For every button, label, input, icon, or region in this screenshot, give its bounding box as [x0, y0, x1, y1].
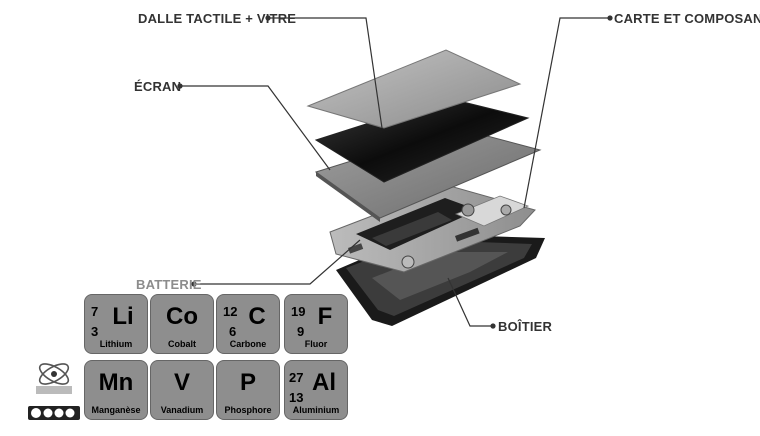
element-name: Vanadium	[160, 405, 204, 415]
label-board: CARTE ET COMPOSANTS	[614, 11, 760, 26]
logo-icon	[28, 363, 80, 420]
leader-lines	[180, 17, 610, 327]
element-number: 3	[91, 324, 99, 339]
label-screen: ÉCRAN	[134, 79, 181, 94]
element-tile-v: V Vanadium	[150, 360, 214, 420]
element-name: Aluminium	[292, 405, 340, 415]
element-symbol: Li	[112, 303, 134, 330]
element-mass: 27	[289, 370, 304, 385]
element-name: Lithium	[99, 339, 133, 349]
element-symbol: Co	[166, 303, 198, 330]
touch-glass-layer	[306, 49, 522, 129]
element-tile-li: 7 3 Li Lithium	[84, 294, 148, 354]
element-tile-al: 27 13 Al Aluminium	[284, 360, 348, 420]
element-symbol: C	[248, 303, 266, 330]
element-symbol: F	[317, 303, 333, 330]
element-name: Phosphore	[224, 405, 272, 415]
element-name: Carbone	[229, 339, 267, 349]
element-tile-co: Co Cobalt	[150, 294, 214, 354]
label-case: BOÎTIER	[498, 319, 553, 334]
element-symbol: Al	[312, 369, 336, 396]
element-mass: 7	[91, 304, 99, 319]
element-number: 13	[289, 390, 304, 405]
board-layer	[329, 185, 536, 273]
element-symbol: P	[239, 369, 256, 396]
element-mass: 12	[223, 304, 238, 319]
license-badge-icon	[28, 406, 80, 420]
element-number: 6	[229, 324, 237, 339]
label-touch-glass: DALLE TACTILE + VITRE	[138, 11, 296, 26]
label-battery: BATTERIE	[136, 277, 202, 292]
element-symbol: Mn	[98, 369, 134, 396]
element-number: 9	[297, 324, 305, 339]
element-name: Manganèse	[91, 405, 141, 415]
element-tile-p: P Phosphore	[216, 360, 280, 420]
element-symbol: V	[173, 369, 190, 396]
element-tile-mn: Mn Manganèse	[84, 360, 148, 420]
element-name: Fluor	[304, 339, 328, 349]
element-tile-f: 19 9 F Fluor	[284, 294, 348, 354]
element-name: Cobalt	[168, 339, 196, 349]
element-mass: 19	[291, 304, 306, 319]
element-tile-c: 12 6 C Carbone	[216, 294, 280, 354]
